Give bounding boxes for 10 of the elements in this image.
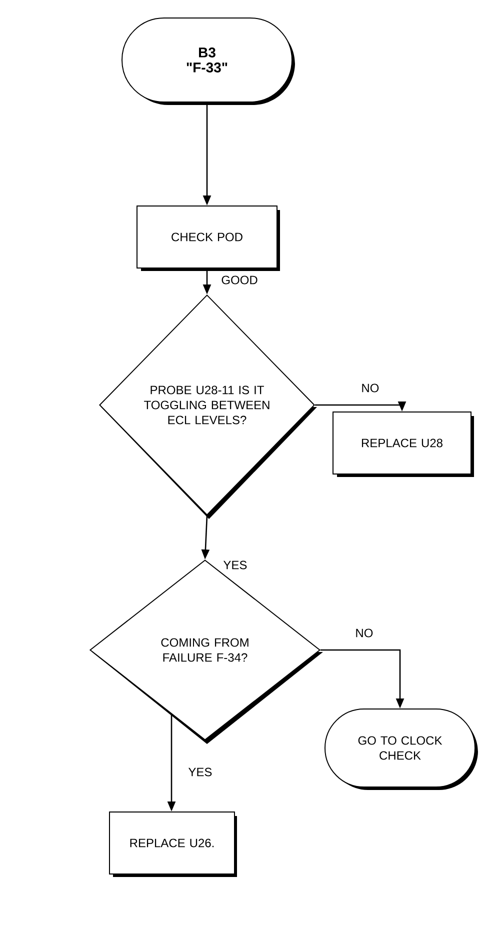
edge-label: GOOD (220, 274, 259, 286)
terminal-box: B3 "F-33" (122, 18, 295, 105)
process-box: REPLACE U28 (332, 412, 474, 477)
edge-label: YES (222, 560, 248, 570)
process-box: REPLACE U26. (109, 812, 237, 877)
edge-label: NO (354, 628, 374, 638)
process-box: CHECK POD (136, 206, 280, 271)
terminal-box: GO TO CLOCK CHECK (324, 708, 478, 790)
edge-label: NO (360, 382, 380, 394)
edge-label: YES (187, 766, 214, 778)
